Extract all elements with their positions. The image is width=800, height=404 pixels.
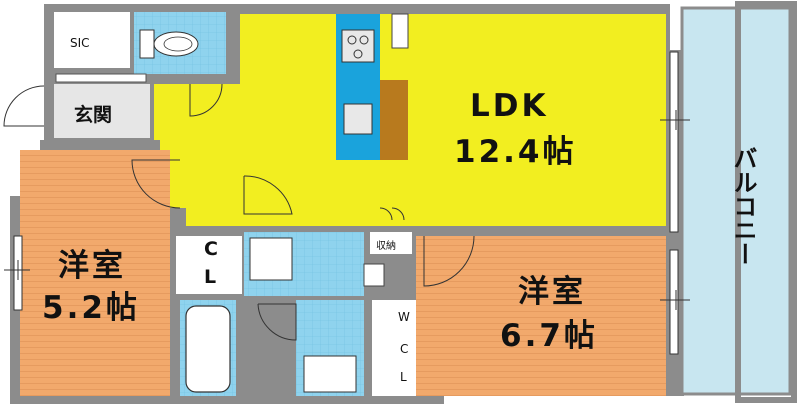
storage-label: 収納 [376, 241, 396, 252]
balcony-label: バルコニー [729, 146, 757, 266]
washer-space [249, 237, 293, 281]
bathtub-icon [185, 305, 231, 393]
storage-box [363, 263, 385, 287]
sink-icon [343, 103, 373, 135]
wcl-label-bottom: L [400, 370, 407, 384]
western-right-name-label: 洋室 [518, 274, 586, 310]
entrance-label: 玄関 [74, 104, 113, 126]
western-left-name-label: 洋室 [58, 248, 126, 284]
wcl-label-mid: C [400, 342, 409, 356]
western-right-size-label: 6.7帖 [500, 318, 598, 354]
western-left-size-label: 5.2帖 [42, 290, 140, 326]
closet-area [176, 236, 242, 294]
window-marks [4, 51, 690, 355]
closet-label-top: C [204, 238, 218, 260]
sic-area [54, 12, 130, 68]
entrance-area [54, 84, 150, 138]
western-room-left-floor [20, 150, 170, 396]
balcony-railing [735, 1, 797, 403]
washbasin-icon [303, 355, 357, 393]
stove-icon [341, 29, 375, 63]
door-swings [3, 83, 475, 341]
ldk-floor [240, 14, 666, 226]
storage-area [370, 232, 412, 254]
ldk-size-label: 12.4帖 [454, 134, 577, 170]
fridge-space [391, 13, 409, 49]
closet-label-bottom: L [204, 266, 217, 288]
entrance-step [55, 73, 147, 83]
ldk-name-label: LDK [470, 88, 549, 124]
toilet-icon [139, 29, 199, 59]
dining-counter [380, 80, 408, 160]
wcl-label-top: W [398, 310, 410, 324]
sic-label: SIC [70, 36, 90, 50]
western-room-right-floor [416, 236, 666, 396]
